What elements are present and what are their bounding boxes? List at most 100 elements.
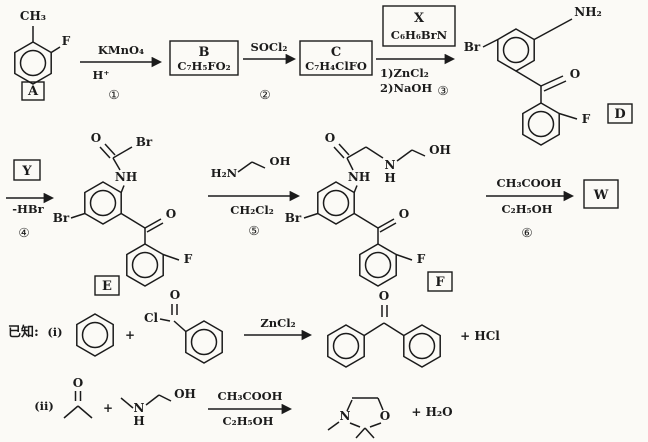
chain-nitrogen-label: N	[385, 158, 396, 172]
bond	[158, 394, 172, 402]
bond	[558, 112, 578, 120]
reagent-socl2: SOCl₂	[251, 40, 288, 54]
bromo-label: Br	[464, 40, 481, 54]
step-5: H₂N OH CH₂Cl₂ ⑤	[208, 154, 301, 238]
bond	[145, 394, 160, 406]
chain-nh-hydrogen-label: H	[384, 171, 395, 185]
bond	[159, 318, 171, 322]
step-6: CH₃COOH C₂H₅OH ⑥	[486, 176, 575, 240]
amine-nitrogen-label: N	[134, 401, 145, 415]
double-bond	[104, 143, 116, 156]
step-number-5: ⑤	[248, 223, 259, 238]
amine-hydrogen-label: H	[133, 414, 144, 428]
compound-box	[607, 103, 633, 124]
step-number-2: ②	[259, 87, 270, 102]
gem-methyl-bond	[364, 427, 375, 439]
benzene-ring	[185, 320, 223, 364]
compound-box	[21, 81, 45, 101]
benzene-ring	[522, 102, 560, 146]
double-bond	[144, 218, 162, 229]
bond	[77, 405, 93, 419]
compound-a: CH₃ F A	[14, 9, 71, 101]
fluoro-label: F	[184, 252, 193, 266]
benzene-ring	[317, 181, 355, 225]
bond	[353, 185, 358, 193]
known-reaction-ii: (ii) O + N H OH CH₃COOH C₂H₅OH N O + H₂O	[34, 376, 453, 439]
ketone-oxygen-label: O	[73, 376, 83, 390]
carbonyl-oxygen-label: O	[166, 207, 176, 221]
compound-f-label: F	[435, 275, 445, 290]
amide-oxygen-label: O	[325, 131, 335, 145]
bond	[70, 212, 86, 219]
compound-b-label: B	[199, 45, 210, 60]
hydroxyl-label: OH	[429, 143, 451, 157]
double-bond	[540, 75, 564, 87]
bond	[346, 157, 354, 171]
compound-b-formula: C₇H₅FO₂	[177, 59, 230, 73]
compound-c-label: C	[331, 45, 341, 60]
bond	[353, 212, 379, 229]
plus-sign: +	[125, 328, 135, 342]
bond	[515, 70, 542, 87]
benzene-ring	[14, 41, 52, 85]
double-bond	[338, 143, 350, 156]
bond	[395, 253, 413, 261]
reagent-hplus: H⁺	[93, 68, 110, 82]
double-bond	[99, 146, 111, 159]
compound-f: O N H OH NH Br O F F	[285, 131, 453, 292]
reagent-kmno4: KMnO₄	[98, 43, 144, 57]
bromomethyl-label: Br	[136, 135, 153, 149]
compound-box	[427, 271, 453, 292]
bond	[63, 405, 79, 419]
bond	[383, 322, 405, 337]
amide-nh-label: NH	[348, 170, 370, 184]
bond	[346, 399, 353, 412]
known-heading: 已知:	[8, 324, 39, 340]
reagent-h2n-label: H₂N	[211, 166, 238, 180]
amide-oxygen-label: O	[91, 131, 101, 145]
benzene-ring	[126, 243, 164, 287]
step-number-1: ①	[108, 87, 119, 102]
reagent-y-label: Y	[21, 164, 32, 179]
condition-zncl2: 1)ZnCl₂	[380, 66, 429, 80]
amino-label: NH₂	[574, 5, 602, 19]
compound-w-label: W	[593, 188, 609, 203]
step-number-3: ③	[437, 83, 448, 98]
solvent-ch2cl2: CH₂Cl₂	[230, 203, 274, 217]
bond	[396, 149, 413, 162]
byproduct-hcl: + HCl	[460, 329, 500, 343]
bond	[251, 161, 266, 169]
reagent-ch3cooh: CH₃COOH	[217, 389, 282, 403]
step-4: Y -HBr ④	[6, 159, 55, 240]
methyl-label: CH₃	[20, 9, 46, 23]
condition-minus-hbr: -HBr	[12, 202, 44, 216]
bond	[50, 46, 61, 54]
bromo-label: Br	[285, 211, 302, 225]
bond	[112, 157, 121, 171]
benzene-ring	[403, 324, 441, 368]
bond	[120, 212, 146, 229]
amide-nh-label: NH	[115, 170, 137, 184]
double-bond	[333, 146, 345, 159]
benzene-ring	[497, 28, 535, 72]
chloro-label: Cl	[144, 311, 159, 325]
fluoro-label: F	[417, 252, 426, 266]
reagent-x-formula: C₆H₆BrN	[391, 28, 448, 42]
compound-box	[299, 40, 373, 76]
carbonyl-oxygen-label: O	[399, 207, 409, 221]
reagent-x-label: X	[414, 11, 425, 26]
ring-nitrogen-label: N	[340, 409, 351, 423]
bond	[120, 397, 134, 409]
item-ii-label: (ii)	[34, 399, 54, 413]
bond	[349, 422, 361, 428]
bond	[411, 149, 426, 157]
catalyst-zncl2: ZnCl₂	[260, 316, 295, 330]
fluoro-label: F	[62, 34, 71, 48]
reagent-x-box	[382, 5, 456, 47]
step-number-4: ④	[18, 225, 29, 240]
compound-c-formula: C₇H₄ClFO	[305, 59, 367, 73]
compound-b: B C₇H₅FO₂	[169, 40, 239, 76]
reagent-ch3cooh: CH₃COOH	[496, 176, 561, 190]
double-bond	[377, 218, 395, 229]
